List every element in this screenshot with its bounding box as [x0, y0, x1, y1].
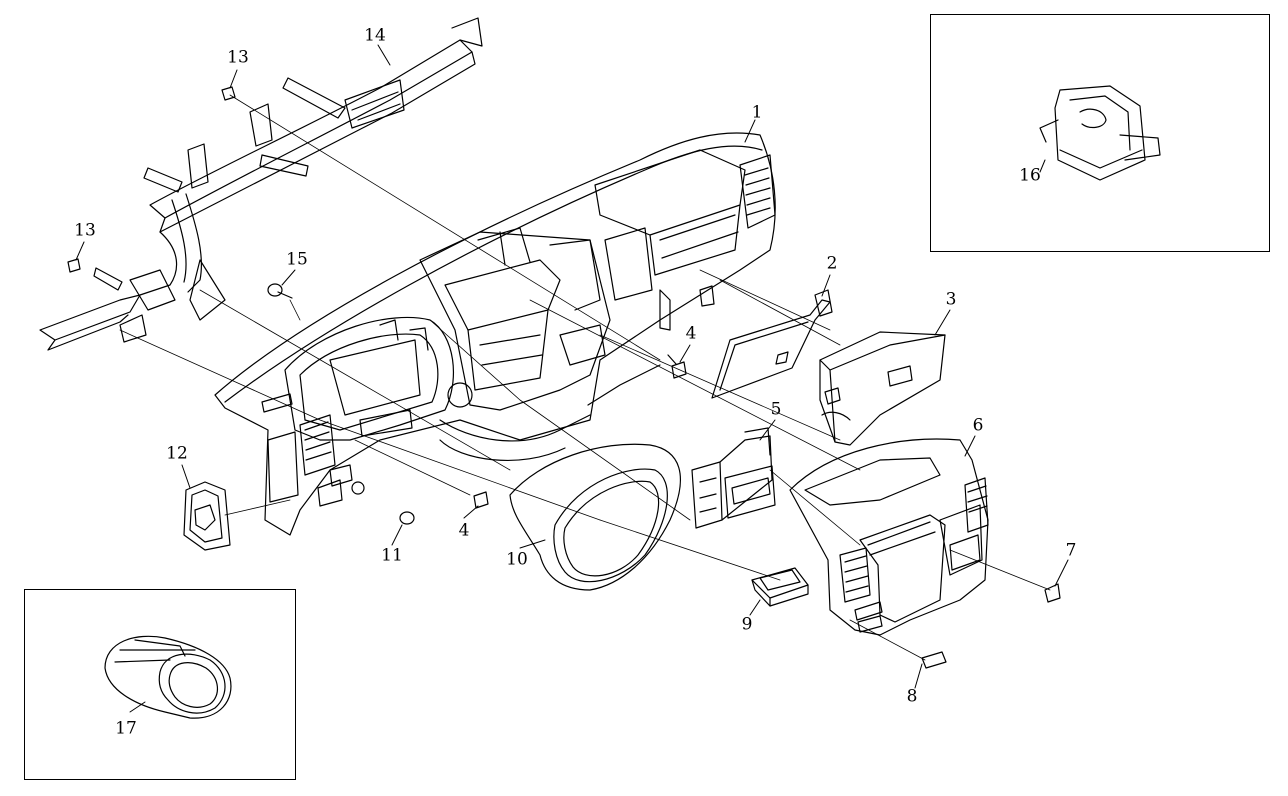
callout-11: 11 — [381, 545, 403, 566]
switch-blank-part-8 — [921, 651, 947, 669]
cluster-hood-part-10 — [509, 443, 681, 591]
callout-17: 17 — [115, 718, 137, 739]
glovebox-part-3 — [819, 331, 946, 446]
side-panel-part-12 — [183, 481, 231, 551]
callout-9: 9 — [741, 614, 753, 635]
center-bezel-part-6 — [789, 438, 989, 636]
instrument-panel-part-1 — [214, 132, 776, 536]
inset-frame-vent — [24, 589, 296, 780]
screw-part-4-upper — [667, 354, 687, 379]
clip-part-16 — [1039, 85, 1161, 181]
screw-part-4-lower — [473, 491, 489, 509]
ashtray-part-9 — [751, 567, 809, 607]
callout-4-upper: 4 — [685, 323, 697, 344]
callout-13-left: 13 — [74, 220, 96, 241]
callout-8: 8 — [906, 686, 918, 707]
callout-1: 1 — [751, 102, 763, 123]
callout-leaders — [75, 44, 1069, 689]
callout-2: 2 — [826, 253, 838, 274]
radio-bracket-part-5 — [691, 427, 776, 529]
nut-part-13-left — [67, 258, 81, 273]
callout-7: 7 — [1065, 540, 1077, 561]
air-vent-part-17 — [104, 635, 232, 719]
callout-15: 15 — [286, 249, 308, 270]
cap-part-7 — [1044, 583, 1061, 603]
assembly-lines — [119, 94, 1051, 661]
glovebox-panel-part-2 — [711, 289, 833, 399]
callout-4-lower: 4 — [458, 520, 470, 541]
callout-3: 3 — [945, 289, 957, 310]
plug-part-11 — [399, 511, 415, 525]
inset-frame-clip — [930, 14, 1270, 252]
callout-16: 16 — [1019, 165, 1041, 186]
screw-part-15 — [267, 283, 293, 299]
callout-14: 14 — [364, 25, 386, 46]
callout-12: 12 — [166, 443, 188, 464]
cross-car-beam-part-14 — [39, 17, 483, 351]
nut-part-13-upper — [221, 86, 236, 101]
callout-6: 6 — [972, 415, 984, 436]
callout-10: 10 — [506, 549, 528, 570]
callout-13-upper: 13 — [227, 47, 249, 68]
callout-5: 5 — [770, 399, 782, 420]
